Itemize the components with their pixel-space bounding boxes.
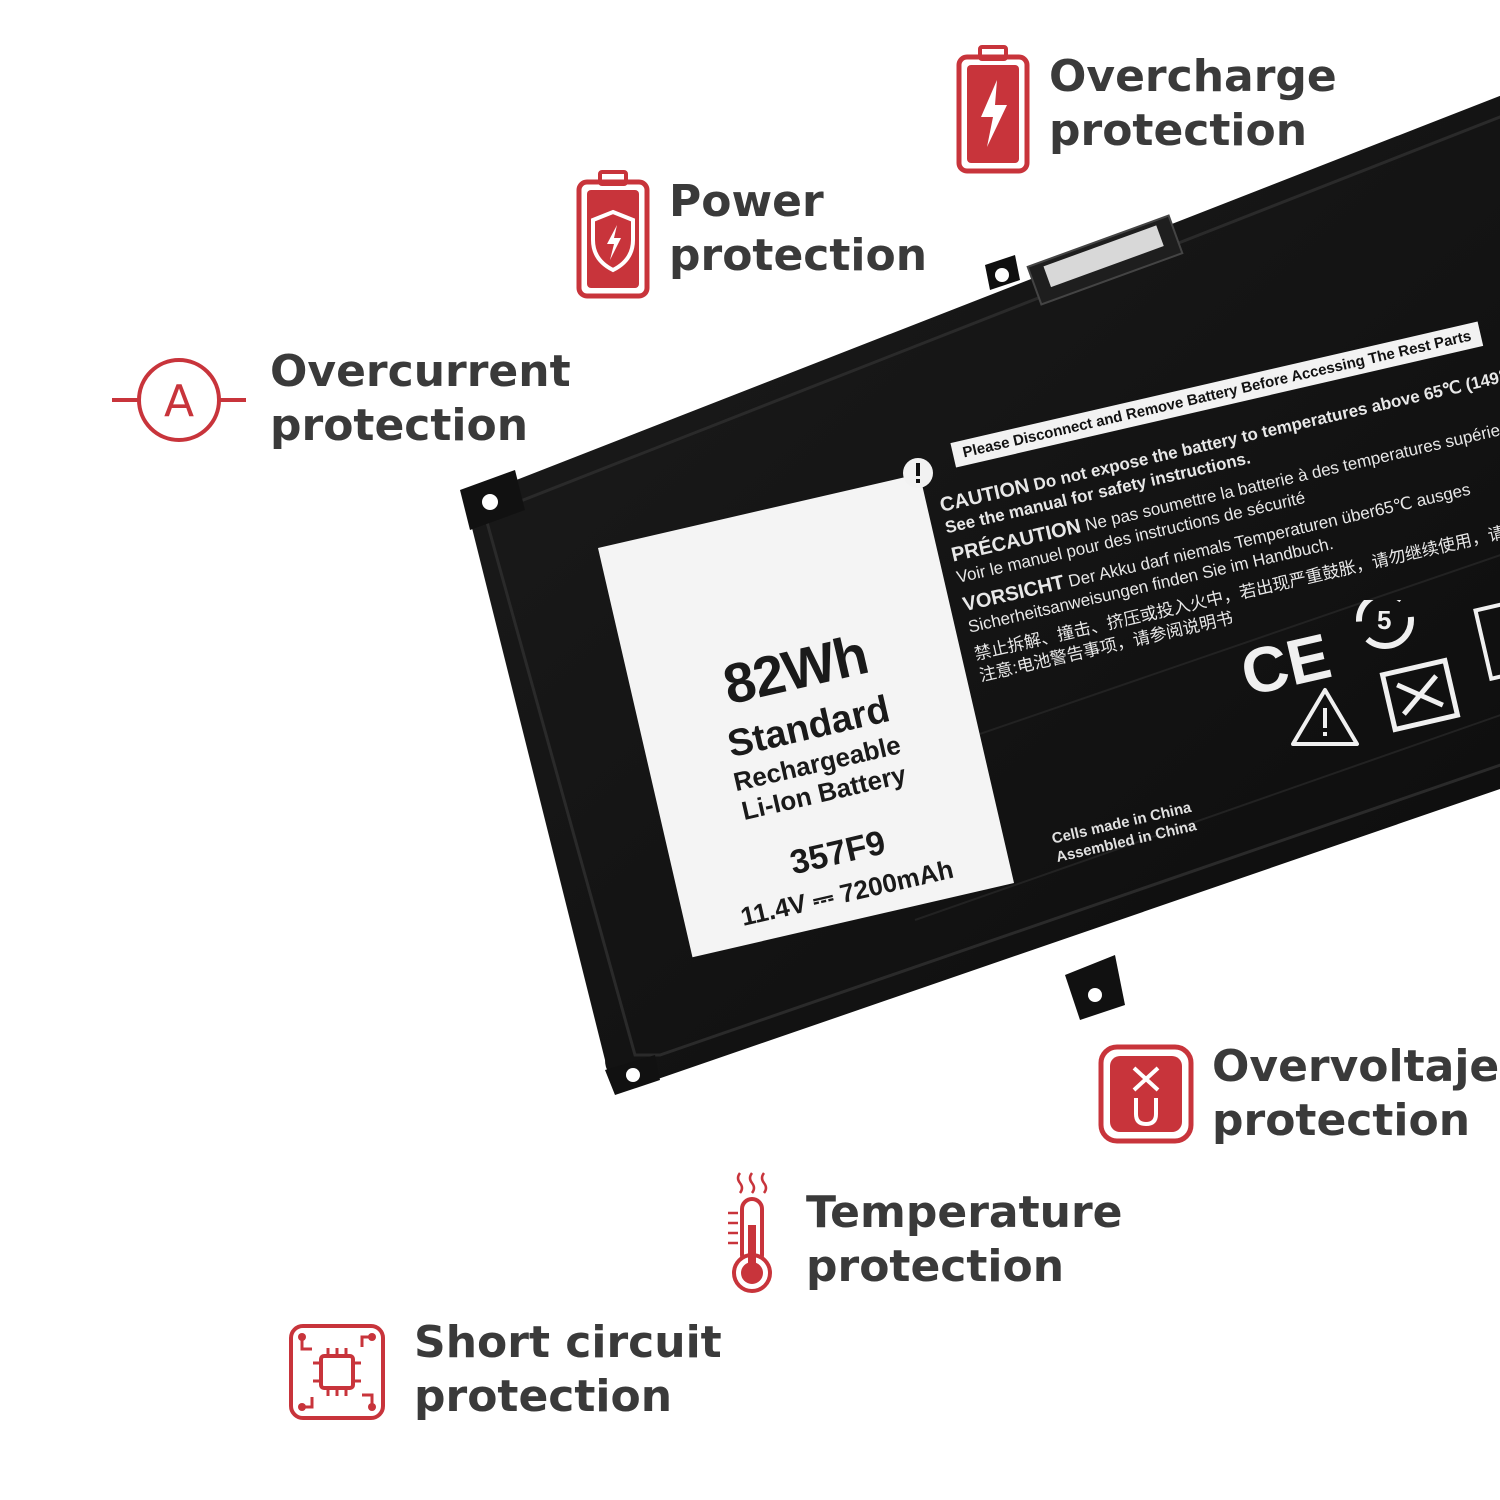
- svg-text:A: A: [164, 376, 194, 427]
- feature-overcharge: Overcharge protection: [955, 45, 1337, 175]
- temperature-subtitle: protection: [806, 1241, 1065, 1292]
- thermometer-icon: [722, 1165, 782, 1295]
- svg-text:5: 5: [1377, 605, 1391, 635]
- battery-shield-icon: [575, 170, 651, 300]
- warning-triangle-icon: [1291, 688, 1359, 746]
- short-circuit-title: Short circuit: [414, 1317, 722, 1368]
- mount-hole-corner: [626, 1068, 640, 1082]
- temperature-title: Temperature: [806, 1187, 1123, 1238]
- battery-bolt-icon: [955, 45, 1031, 175]
- overvoltage-title: Overvoltaje: [1212, 1041, 1500, 1092]
- weee-recycle-icon: [1379, 657, 1461, 733]
- feature-temperature: Temperature protection: [722, 1165, 1123, 1295]
- feature-power: Power protection: [575, 170, 927, 300]
- feature-short-circuit: Short circuit protection: [288, 1317, 722, 1424]
- mount-hole-top: [995, 268, 1009, 282]
- power-subtitle: protection: [669, 230, 928, 281]
- overcharge-title: Overcharge: [1049, 51, 1337, 102]
- overcurrent-subtitle: protection: [270, 400, 529, 451]
- recycle-5-icon: 5: [1356, 600, 1414, 649]
- dc-symbol: ⎓: [809, 881, 837, 916]
- feature-overvoltage: Overvoltaje protection: [1098, 1040, 1499, 1148]
- battery-voltage: 11.4V: [737, 887, 810, 932]
- circuit-chip-icon: [288, 1323, 386, 1421]
- mount-hole-bottom: [1088, 988, 1102, 1002]
- ampere-icon: A: [112, 354, 246, 444]
- mount-hole-left: [482, 494, 498, 510]
- feature-overcurrent: A Overcurrent protection: [112, 345, 571, 453]
- overcharge-subtitle: protection: [1049, 105, 1308, 156]
- certification-marks: CE 5: [1234, 600, 1500, 746]
- overvoltage-subtitle: protection: [1212, 1095, 1471, 1146]
- short-circuit-subtitle: protection: [414, 1371, 673, 1422]
- power-title: Power: [669, 176, 824, 227]
- partial-mark-icon: [1473, 600, 1500, 682]
- voltage-icon: [1098, 1044, 1194, 1144]
- overcurrent-title: Overcurrent: [270, 346, 571, 397]
- exclamation-icon: [903, 458, 933, 488]
